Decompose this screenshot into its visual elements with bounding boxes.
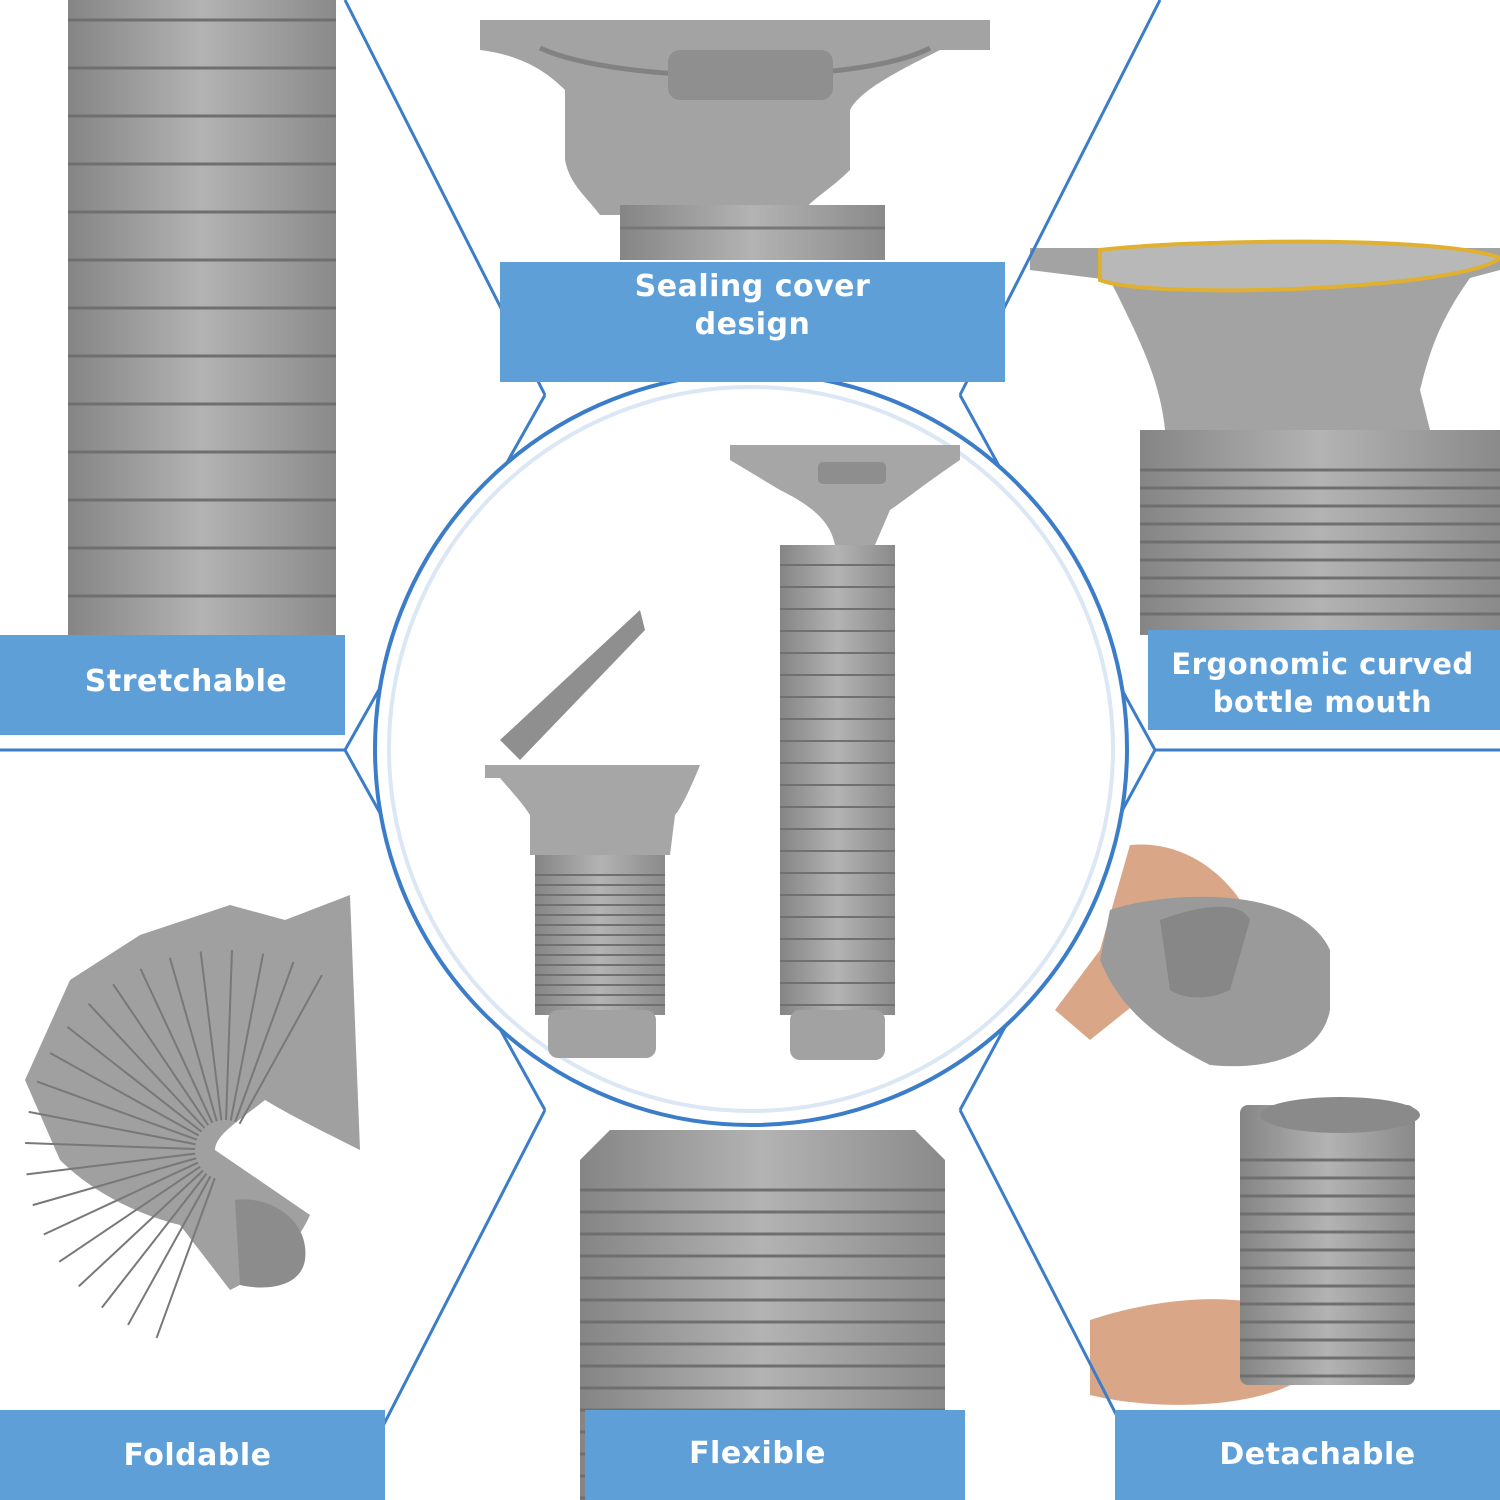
sealing-cover-image <box>480 20 990 260</box>
fold-ridge <box>25 1142 196 1150</box>
fold-ridge <box>112 983 210 1126</box>
sealing-cover-label: Sealing cover design <box>530 268 975 344</box>
detachable-hands-image <box>1055 844 1420 1405</box>
fold-ridge <box>168 957 218 1122</box>
stretchable-label: Stretchable <box>0 663 372 701</box>
fold-ridge <box>36 1080 198 1141</box>
fold-ridge <box>225 950 233 1121</box>
sealing-cover-line2: design <box>694 307 811 342</box>
fold-ridge <box>43 1161 199 1236</box>
stretchable-label-text: Stretchable <box>84 664 288 699</box>
detachable-label-text: Detachable <box>1219 1437 1416 1472</box>
fold-ridge <box>78 1169 204 1288</box>
fold-ridge <box>32 1157 197 1207</box>
center-circle <box>373 371 1129 1127</box>
ergonomic-mouth-line2: bottle mouth <box>1212 685 1433 719</box>
collapsed-urinal-image <box>485 610 700 1058</box>
ergonomic-mouth-label: Ergonomic curved bottle mouth <box>1145 645 1500 721</box>
detachable-label: Detachable <box>1130 1436 1500 1474</box>
fold-ridge <box>155 1177 216 1339</box>
fold-ridge <box>87 1003 206 1129</box>
fold-ridge <box>127 1175 212 1326</box>
stretchable-bellows-image <box>68 0 336 720</box>
ergonomic-mouth-line1: Ergonomic curved <box>1171 647 1474 681</box>
flexible-label-text: Flexible <box>689 1436 826 1471</box>
fold-ridge <box>229 953 265 1121</box>
sealing-cover-line1: Sealing cover <box>634 269 871 304</box>
fold-ridge <box>66 1026 202 1133</box>
foldable-label: Foldable <box>10 1437 385 1475</box>
fold-ridge <box>238 974 323 1125</box>
fold-ridge <box>58 1165 201 1263</box>
fold-ridge <box>101 1173 208 1309</box>
fold-ridge <box>234 961 295 1123</box>
extended-urinal-image <box>730 445 960 1060</box>
foldable-label-text: Foldable <box>123 1438 272 1473</box>
fold-ridge <box>139 968 214 1124</box>
flexible-label: Flexible <box>570 1435 945 1473</box>
fold-ridge <box>28 1110 196 1146</box>
foldable-image <box>25 895 360 1339</box>
fold-ridge <box>49 1052 200 1137</box>
fold-ridge <box>26 1152 196 1176</box>
fold-ridge <box>199 951 223 1121</box>
label-bands <box>0 262 1500 1500</box>
ergonomic-mouth-image <box>1030 239 1500 635</box>
